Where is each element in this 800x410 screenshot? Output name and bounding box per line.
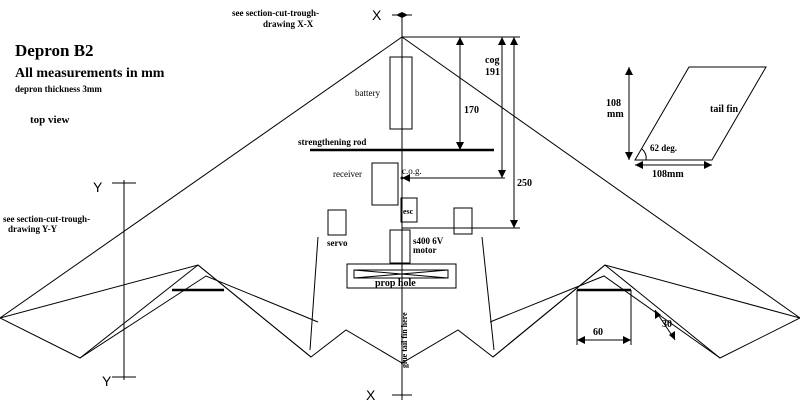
pushrod-left — [309, 236, 319, 351]
servo-label: servo — [327, 238, 348, 248]
dim-250-label: 250 — [517, 178, 532, 189]
wing-inner-line-left — [0, 264, 312, 358]
arrow-170-top — [456, 37, 464, 45]
dim-191-label: 191 — [485, 67, 500, 78]
cog-point — [400, 176, 404, 180]
tail-fin-width-label: 108mm — [652, 169, 684, 180]
arrow-191-bottom — [498, 170, 506, 178]
motor-box — [389, 229, 411, 264]
arrow-191-top — [498, 37, 506, 45]
receiver-box — [371, 162, 399, 206]
tail-fin-label: tail fin — [710, 104, 738, 115]
prop-hole-cross — [353, 269, 449, 279]
arrow-60-left — [577, 336, 585, 344]
arrow-250-bottom — [510, 220, 518, 228]
section-x-marker-top: X — [372, 7, 382, 23]
arrow-60-right — [623, 336, 631, 344]
dim-30-label: 30 — [662, 319, 672, 330]
strengthening-rod-label: strengthening rod — [298, 137, 366, 147]
section-xx-note-line2: drawing X-X — [263, 19, 314, 29]
tail-fin-outline — [634, 66, 767, 161]
motor-label-line2: motor — [413, 245, 437, 255]
battery-box — [389, 56, 413, 130]
section-y-marker-bottom: Y — [102, 373, 112, 389]
cog-point-label: c.o.g. — [402, 166, 422, 176]
receiver-label: receiver — [333, 169, 362, 179]
tail-fin-height-label: 108 — [606, 98, 621, 109]
arrow-170-bottom — [456, 142, 464, 150]
cog-dim-label: cog — [485, 55, 499, 66]
tail-fin-angle-label: 62 deg. — [650, 143, 677, 153]
tail-fin-angle-arc — [641, 148, 647, 161]
esc-box — [400, 197, 418, 223]
arrow-30-b — [669, 331, 675, 340]
arrow-cog — [402, 174, 410, 182]
prop-hole-label: prop hole — [375, 278, 416, 289]
wing-inner-line-right — [492, 264, 800, 358]
glue-tail-fin-note: glue tail fin here — [400, 312, 409, 368]
pushrod-right — [481, 236, 495, 351]
esc-label: esc — [403, 207, 414, 216]
arrow-fin-width-right — [704, 161, 712, 169]
dim-170-label: 170 — [464, 105, 479, 116]
section-xx-note-line1: see section-cut-trough- — [232, 8, 319, 18]
arrow-30-a — [655, 310, 661, 319]
arrow-250-top — [510, 37, 518, 45]
arrow-fin-height-bottom — [625, 152, 633, 160]
section-yy-note-line1: see section-cut-trough- — [3, 214, 90, 224]
elevon-hinge-left — [79, 275, 319, 359]
view-label: top view — [30, 114, 69, 126]
section-y-marker-top: Y — [93, 179, 103, 195]
servo-right-box — [453, 207, 473, 235]
thickness-note: depron thickness 3mm — [15, 84, 102, 94]
elevon-hinge-right — [489, 275, 721, 359]
servo-left-box — [327, 209, 347, 236]
drawing-subtitle: All measurements in mm — [15, 66, 165, 81]
section-yy-note-line2: drawing Y-Y — [8, 224, 58, 234]
battery-label: battery — [355, 88, 380, 98]
dim-60-label: 60 — [593, 327, 603, 338]
drawing-title: Depron B2 — [15, 41, 94, 60]
section-x-marker-bottom: X — [366, 387, 376, 403]
tail-fin-height-unit: mm — [607, 109, 624, 120]
prop-hole-outer — [346, 263, 457, 289]
arrow-fin-height-top — [625, 67, 633, 75]
arrow-fin-width-left — [635, 161, 643, 169]
motor-label-line1: s400 6V — [413, 236, 444, 246]
